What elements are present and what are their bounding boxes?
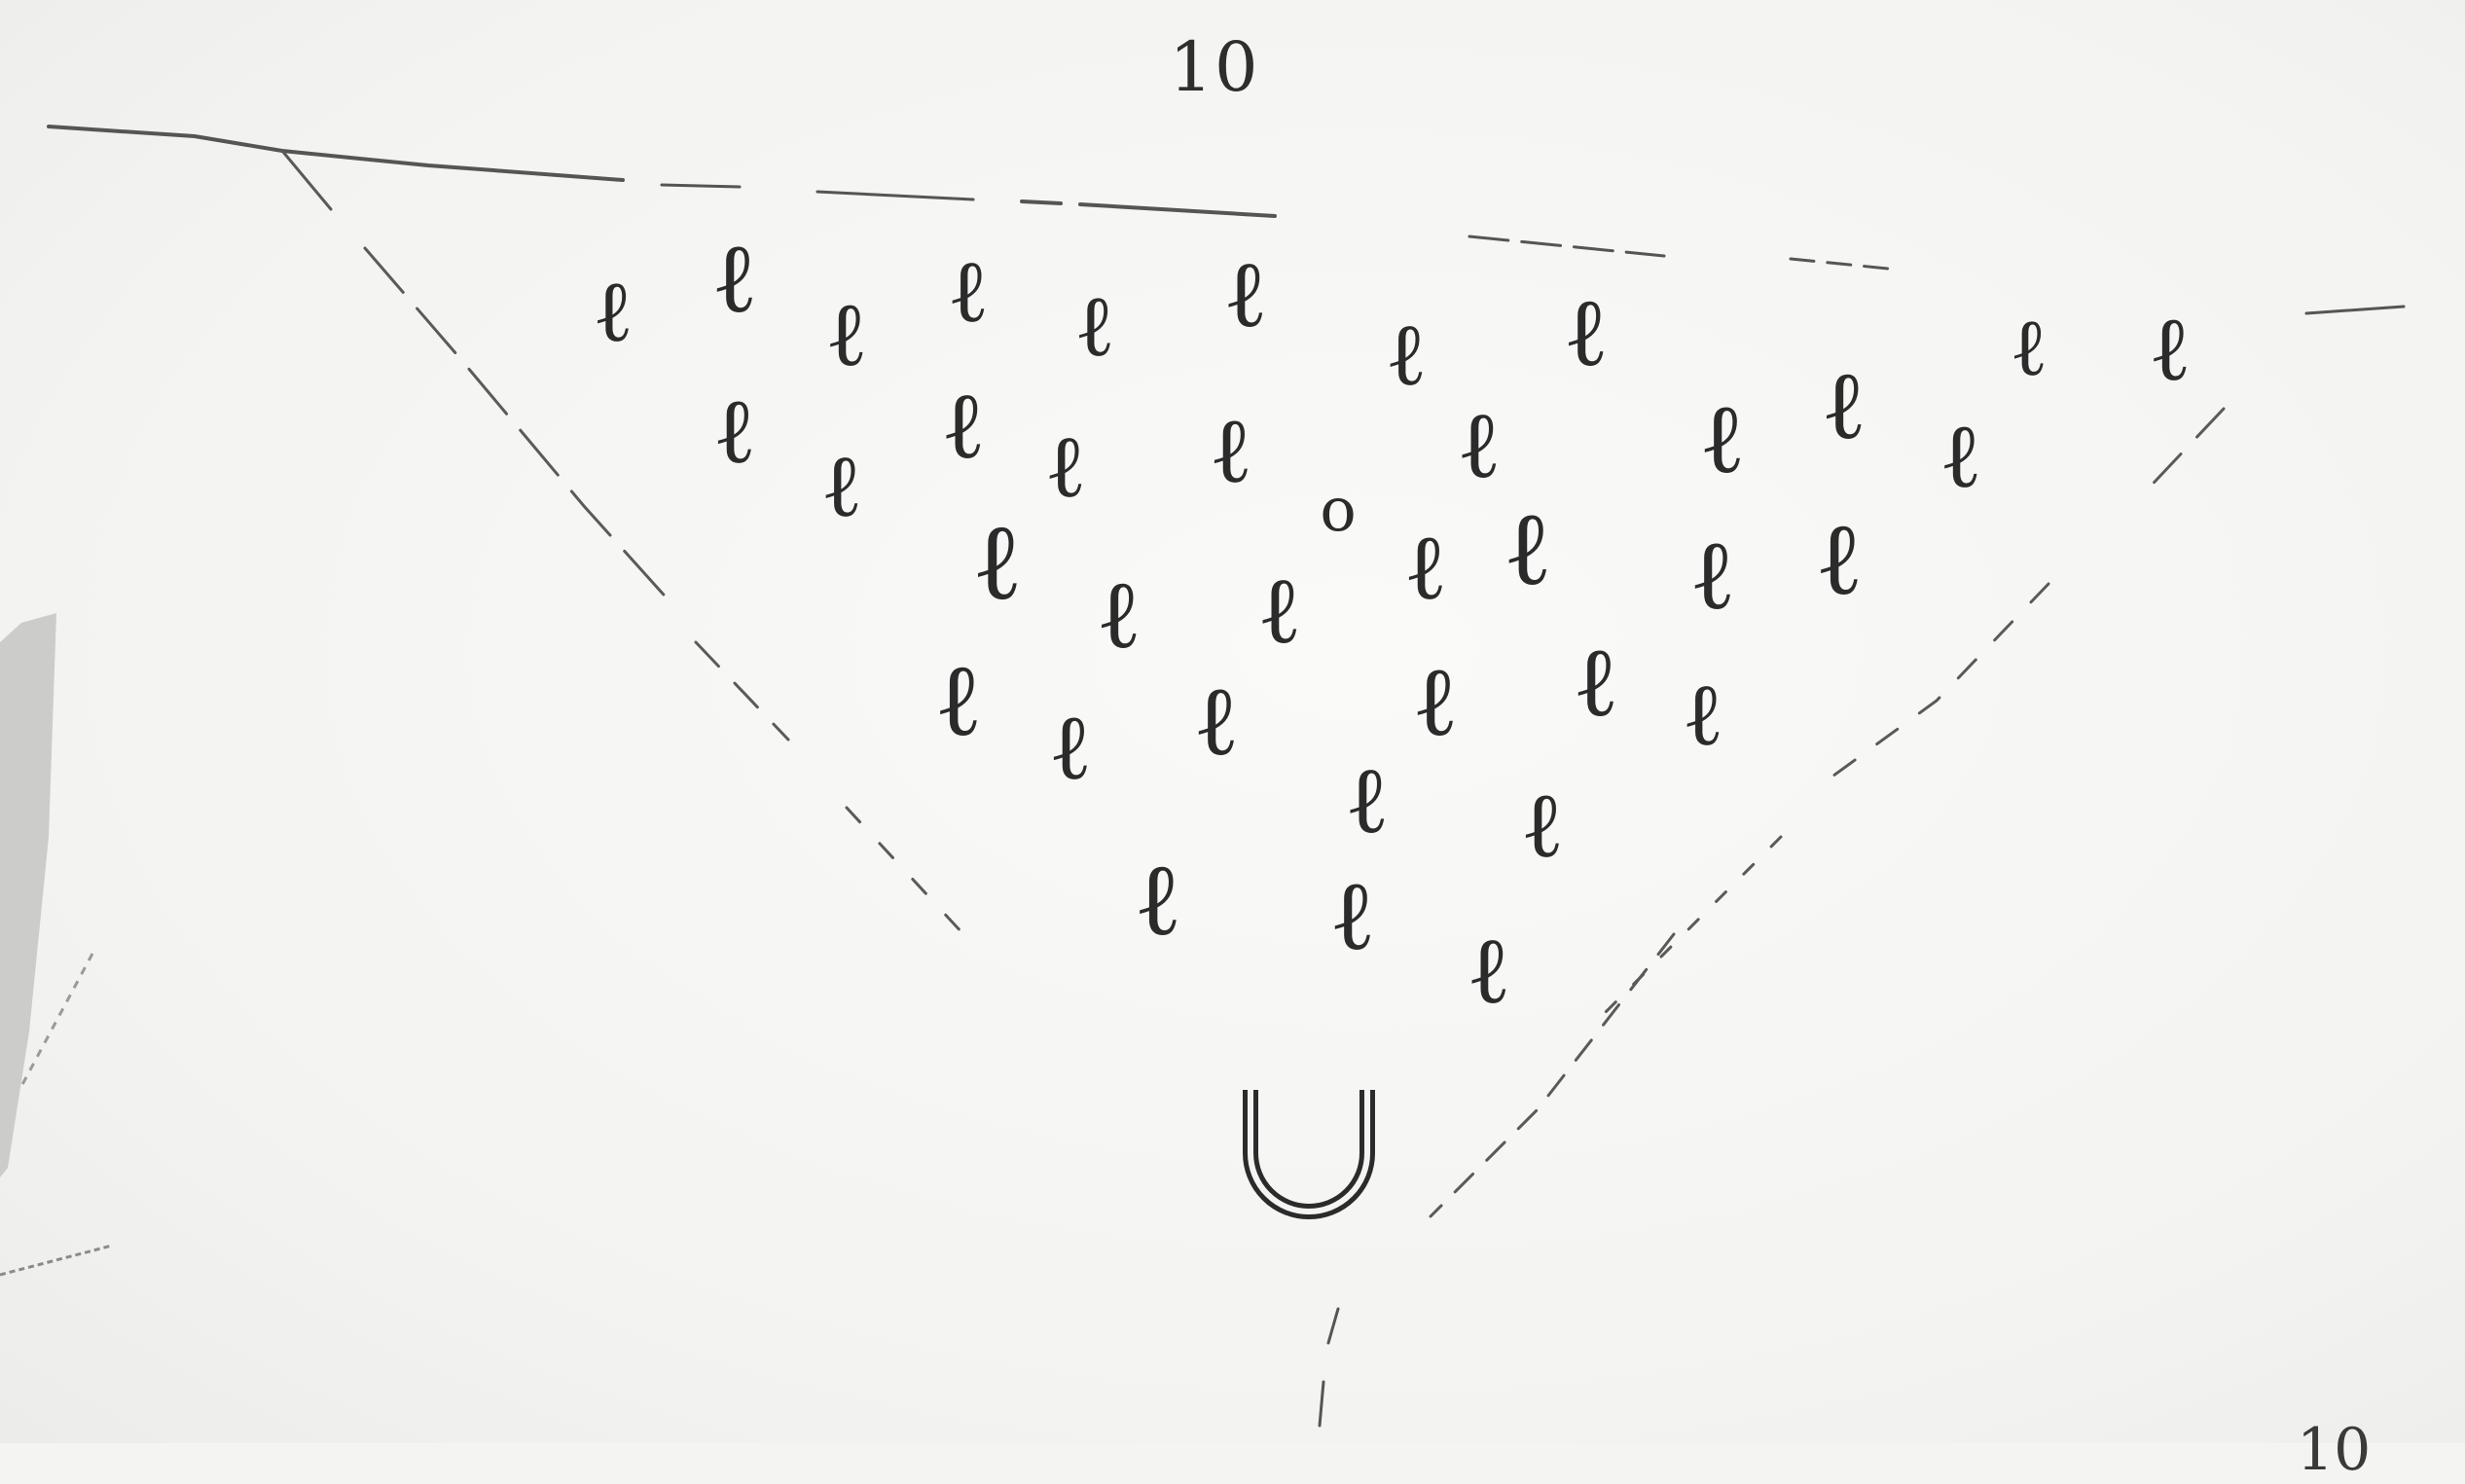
performer-figure: ℓ	[1053, 694, 1087, 801]
performer-figure: ℓ	[2014, 301, 2045, 394]
performer-figure: ℓ	[1262, 555, 1297, 665]
performer-figure: ℓ	[1417, 643, 1454, 758]
performer-figure: ℓ	[1508, 487, 1547, 608]
performer-figure: ℓ	[1686, 663, 1720, 766]
performer-figure: ℓ	[946, 370, 981, 480]
performer-figure: ℓ	[598, 260, 630, 361]
performer-figure: ℓ	[1827, 349, 1863, 461]
left-edge-shadow	[0, 613, 112, 1275]
corner-page-mark: 10	[2297, 1416, 2371, 1484]
performer-figure: ℓ	[1704, 380, 1741, 495]
performer-figure: ℓ	[1390, 303, 1423, 406]
performer-figure: ℓ	[825, 434, 858, 537]
stage-back-line	[49, 127, 2404, 313]
performer-figure: ℓ	[1350, 744, 1385, 854]
performer-figure: ℓ	[1694, 517, 1731, 632]
performer-figure: ℓ	[1334, 857, 1371, 972]
performer-figure: ℓ	[1525, 772, 1559, 879]
performer-figure: ℓ	[1462, 389, 1497, 499]
performer-figure: ℓ	[1944, 403, 1978, 508]
small-figure-mark: o	[1320, 474, 1356, 545]
horseshoe-symbol	[1251, 1090, 1367, 1212]
performer-figure: ℓ	[1102, 559, 1138, 670]
stage-center-line	[1320, 1309, 1338, 1426]
performer-figure: ℓ	[716, 220, 753, 335]
performer-figure: ℓ	[1577, 624, 1614, 739]
performer-figure: ℓ	[940, 639, 978, 759]
performer-figure: ℓ	[1140, 839, 1178, 959]
performer-figure: ℓ	[977, 498, 1017, 624]
performer-figure: ℓ	[1471, 915, 1506, 1025]
performer-figure: ℓ	[1228, 238, 1263, 348]
performer-figure: ℓ	[717, 378, 751, 485]
performer-figure: ℓ	[952, 239, 985, 343]
performer-figure: ℓ	[1214, 397, 1248, 504]
performer-figure: ℓ	[1408, 514, 1442, 621]
performer-figure: ℓ	[1079, 274, 1111, 376]
performer-figure: ℓ	[1821, 498, 1859, 618]
performer-figure: ℓ	[1049, 415, 1082, 518]
performer-figure: ℓ	[1198, 663, 1235, 778]
performer-figure: ℓ	[830, 281, 864, 386]
performer-figure: ℓ	[2154, 296, 2188, 401]
performer-figure: ℓ	[1569, 276, 1605, 388]
scanned-page: 10	[0, 0, 2465, 1443]
